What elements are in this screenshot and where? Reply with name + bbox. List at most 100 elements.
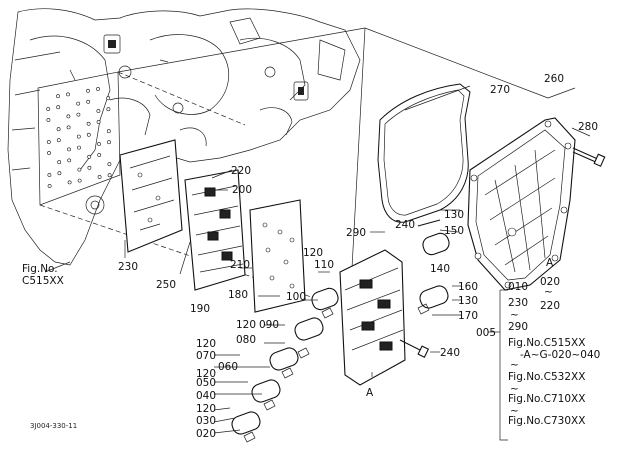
callout-280: 280: [578, 121, 598, 133]
callout-140: 140: [430, 263, 450, 275]
callout-180: 180: [228, 289, 248, 301]
callout-190: 190: [190, 303, 210, 315]
callout-240a: 240: [395, 219, 415, 231]
callout-010: 010: [508, 281, 528, 293]
callout-200: 200: [232, 184, 252, 196]
callout-220a: 220: [231, 165, 251, 177]
callout-080: 080: [236, 334, 256, 346]
transmission-housing-outline: [7, 8, 361, 266]
plate-hole: [87, 165, 92, 170]
plate-hole: [56, 105, 61, 110]
callout-120c: 120: [196, 338, 216, 350]
plate-hole: [96, 87, 100, 91]
plate-hole: [47, 151, 51, 155]
tilde-1: ~: [544, 286, 553, 298]
plate-hole: [107, 162, 112, 167]
callout-090: 090: [259, 319, 279, 331]
solenoid-160: [419, 285, 449, 309]
fig-ref-left-line1: Fig.No.: [22, 263, 58, 275]
plate-hole: [46, 140, 51, 144]
plate-hole: [86, 121, 91, 126]
plate-hole: [67, 147, 71, 152]
separator-plate-230: [119, 139, 183, 253]
bolt-280: [572, 147, 606, 167]
plate-hole: [67, 158, 72, 163]
callout-230a: 230: [118, 261, 138, 273]
solenoid-020: [231, 411, 261, 435]
callout-240b: 240: [440, 347, 460, 359]
tilde-3: ~: [510, 359, 519, 371]
legend-fig-c710: Fig.No.C710XX: [508, 393, 585, 405]
callout-020b: 020: [540, 276, 560, 288]
plate-hole: [76, 112, 81, 117]
callout-160: 160: [458, 281, 478, 293]
plate-hole: [77, 145, 81, 150]
callout-130b: 130: [458, 295, 478, 307]
callout-040: 040: [196, 390, 216, 402]
plate-hole: [97, 175, 102, 179]
legend-fig-c730: Fig.No.C730XX: [508, 415, 585, 427]
callout-210: 210: [230, 259, 250, 271]
plate-hole: [86, 132, 91, 137]
plate-hole: [107, 140, 111, 145]
plate-hole: [106, 96, 111, 101]
callout-120a: 120: [303, 247, 323, 259]
tilde-4: ~: [510, 383, 519, 395]
callout-070: 070: [196, 350, 216, 362]
callout-250: 250: [156, 279, 176, 291]
callout-290b: 290: [508, 321, 528, 333]
plate-hole: [66, 92, 70, 97]
diagram-code: 3J004-330-11: [30, 422, 77, 430]
plate-hole: [96, 120, 101, 124]
solenoid-040: [251, 379, 281, 403]
mark-a1: A: [366, 387, 374, 399]
plate-hole: [57, 171, 62, 176]
mark-a2: A: [546, 257, 554, 269]
plate-hole: [46, 118, 51, 122]
plate-hole: [77, 178, 82, 183]
solenoid-stack: [231, 219, 450, 443]
callout-110: 110: [314, 259, 334, 271]
fig-ref-left: Fig.No. C515XX: [22, 263, 64, 287]
legend-fig-c515: Fig.No.C515XX: [508, 337, 585, 349]
plate-hole: [76, 134, 81, 139]
plate-hole: [77, 167, 82, 172]
plate-hole: [47, 184, 52, 188]
plate-hole: [97, 142, 101, 146]
plate-hole: [96, 109, 101, 113]
fig-ref-left-line2: C515XX: [22, 275, 64, 287]
plate-hole: [46, 107, 51, 111]
plate-hole: [56, 94, 60, 99]
valve-body-190: [184, 169, 246, 291]
solenoid-140: [422, 232, 450, 256]
callout-230b: 230: [508, 297, 528, 309]
callout-270: 270: [490, 84, 510, 96]
callout-150: 150: [444, 225, 464, 237]
callout-260: 260: [544, 73, 564, 85]
housing-valve-plate: [37, 71, 121, 206]
callout-120b: 120: [236, 319, 256, 331]
plate-hole: [76, 101, 81, 106]
plate-hole: [47, 173, 52, 177]
plate-hole: [56, 138, 61, 143]
solenoid-080: [294, 317, 324, 341]
callout-290a: 290: [346, 227, 366, 239]
plate-hole: [87, 154, 92, 159]
tilde-2: ~: [510, 309, 519, 321]
figure-reference-legend: Fig.No.C515XX -A~G-020~040 ~ Fig.No.C532…: [508, 337, 600, 427]
plate-hole: [56, 127, 61, 132]
callout-050: 050: [196, 377, 216, 389]
plate-hole: [66, 114, 71, 119]
plate-hole: [86, 99, 91, 104]
gasket-270: [377, 83, 471, 223]
plate-hole: [66, 125, 71, 130]
plate-hole: [107, 173, 112, 178]
legend-fig-c532: Fig.No.C532XX: [508, 371, 585, 383]
callout-060: 060: [218, 361, 238, 373]
callout-005: 005: [476, 327, 496, 339]
leader-lines: [44, 85, 591, 434]
solenoid-060: [269, 347, 299, 371]
callout-labels: 220 200 230 250 210 190 180 120 110 100 …: [118, 73, 598, 440]
plate-hole: [97, 153, 102, 157]
